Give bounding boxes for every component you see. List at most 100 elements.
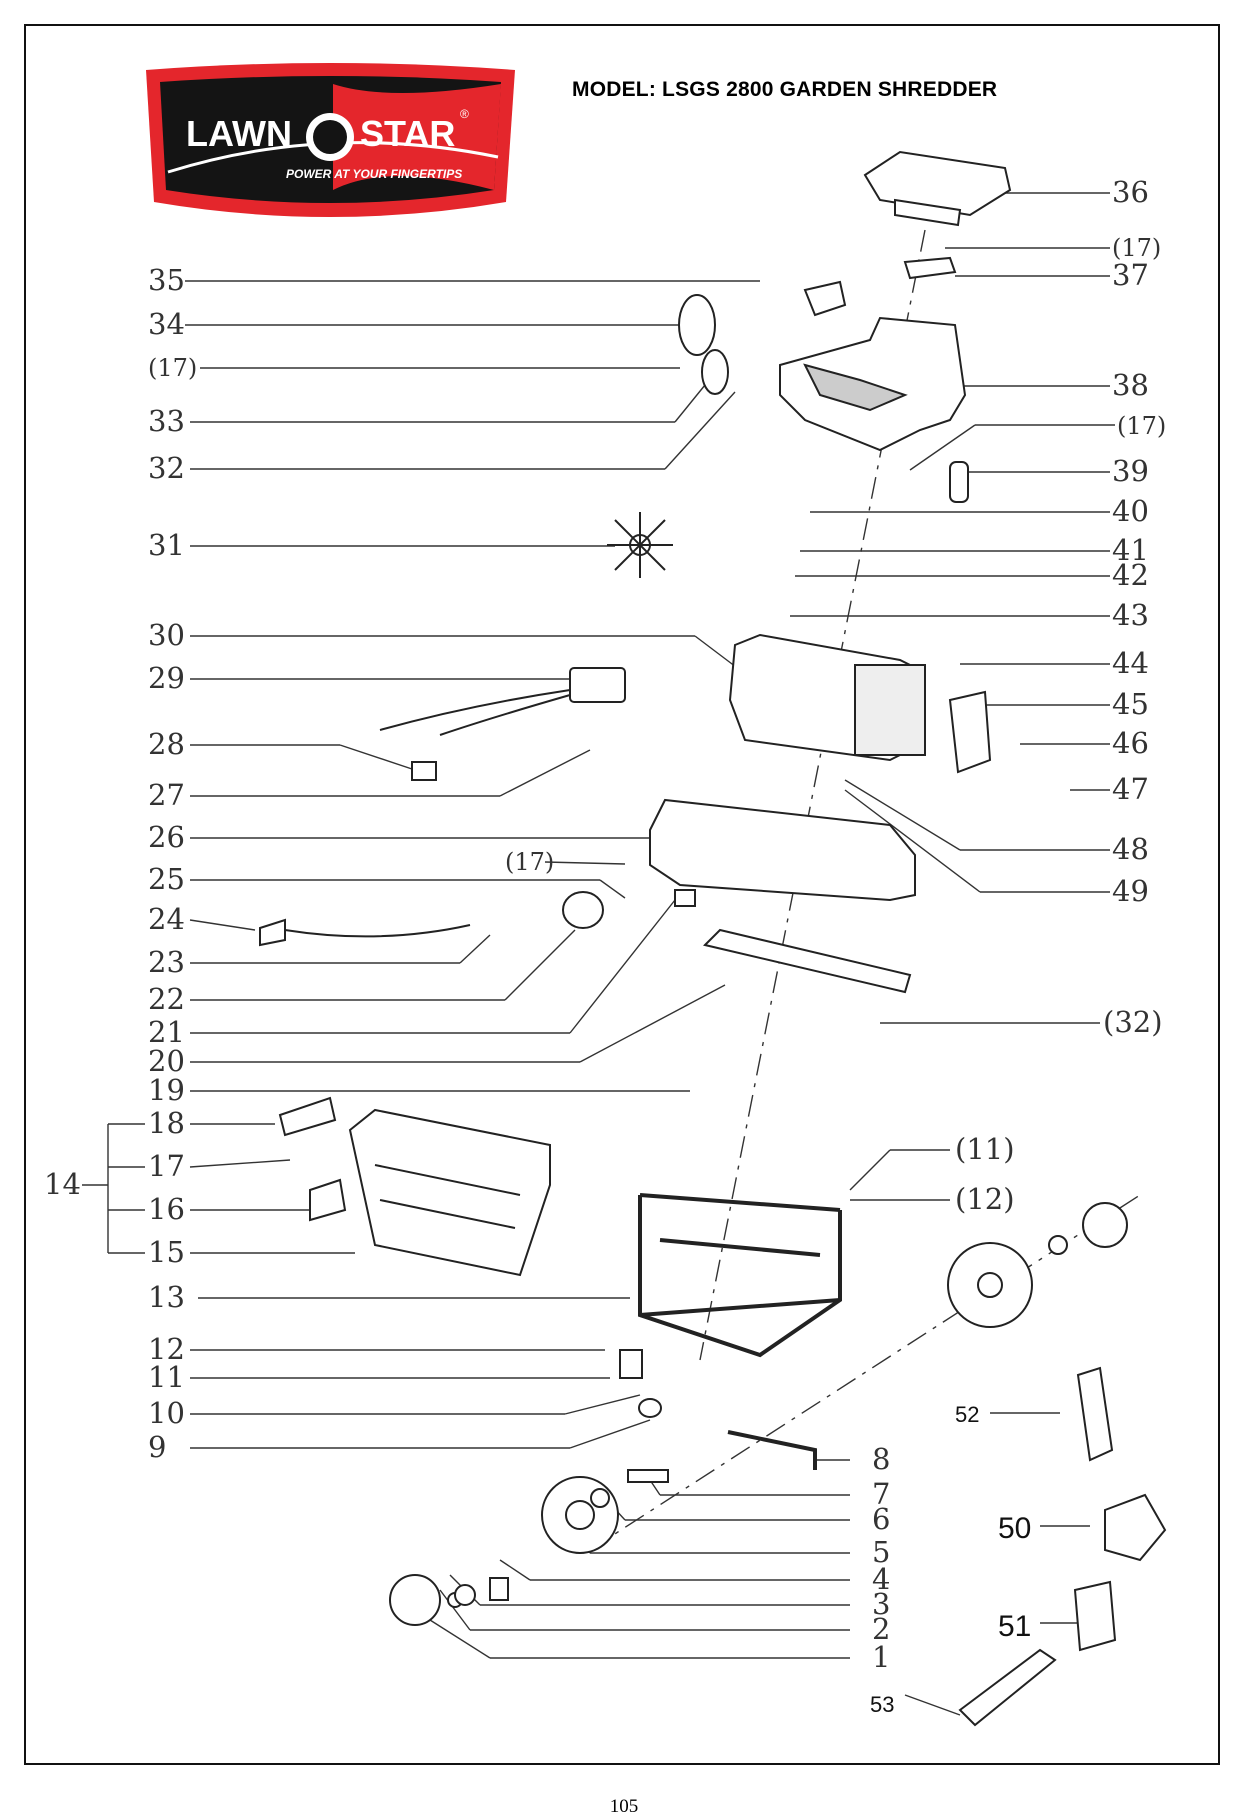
part-39-capacitor xyxy=(949,461,969,503)
part-10-foot xyxy=(619,1349,643,1379)
callout-40: 40 xyxy=(1112,494,1149,528)
callout-22: 22 xyxy=(148,982,185,1016)
callout-2: 2 xyxy=(872,1612,890,1646)
part-15-collection-box xyxy=(348,1108,551,1277)
callout-5: 5 xyxy=(872,1535,890,1569)
callout-16: 16 xyxy=(148,1192,185,1226)
callout-7: 7 xyxy=(872,1477,890,1511)
callout-37: 37 xyxy=(1112,258,1149,292)
callout-52: 52 xyxy=(955,1402,979,1427)
part-20-guide-plate xyxy=(703,928,912,994)
callout-3: 3 xyxy=(872,1587,890,1621)
part-50-gear xyxy=(1104,1493,1167,1562)
page-border xyxy=(24,24,1220,1765)
callout-48: 48 xyxy=(1112,832,1149,866)
callout-50: 50 xyxy=(998,1512,1031,1545)
callout-17-left-upper: (17) xyxy=(148,354,197,382)
part-22-sleeve xyxy=(562,891,604,929)
callout-42: 42 xyxy=(1112,558,1149,592)
part-13-stand-frame xyxy=(638,1195,842,1358)
callout-12-right: (12) xyxy=(955,1182,1015,1216)
callout-31: 31 xyxy=(148,528,185,562)
callout-27: 27 xyxy=(148,778,185,812)
callout-38: 38 xyxy=(1112,368,1149,402)
callout-44: 44 xyxy=(1112,646,1149,680)
part-33-grille xyxy=(701,349,729,395)
part-21-holder xyxy=(674,889,696,907)
part-53-tool xyxy=(958,1648,1057,1727)
part-29-switch-box xyxy=(569,667,626,703)
logo-word-lawn: LAWN xyxy=(186,113,292,154)
logo-red-swoosh xyxy=(333,84,501,190)
part-6-washer xyxy=(590,1488,610,1508)
callout-11: 11 xyxy=(148,1360,185,1394)
callout-25: 25 xyxy=(148,862,185,896)
part-51-cover xyxy=(1073,1580,1117,1652)
callout-43: 43 xyxy=(1112,598,1149,632)
part-28-connector xyxy=(411,761,437,781)
page-number: 105 xyxy=(609,1796,639,1817)
callout-33: 33 xyxy=(148,404,185,438)
callout-19: 19 xyxy=(148,1073,185,1107)
callout-53: 53 xyxy=(870,1692,894,1717)
lawnstar-logo: LAWN STAR ® POWER AT YOUR FINGERTIPS xyxy=(146,63,515,217)
callout-45: 45 xyxy=(1112,687,1149,721)
callout-28: 28 xyxy=(148,727,185,761)
part-37-bracket xyxy=(903,256,957,280)
callout-21: 21 xyxy=(148,1015,185,1049)
callout-18: 18 xyxy=(148,1106,185,1140)
part-45-cover xyxy=(948,690,992,774)
callout-41: 41 xyxy=(1112,533,1149,567)
callout-10: 10 xyxy=(148,1396,185,1430)
callout-1: 1 xyxy=(872,1640,890,1674)
part-36-hopper-lid xyxy=(863,150,1012,217)
callout-17-right-a: (17) xyxy=(1112,234,1161,262)
part-3-washer xyxy=(454,1584,476,1606)
logo-trademark: ® xyxy=(460,107,469,121)
callout-49: 49 xyxy=(1112,874,1149,908)
part-26-lower-housing xyxy=(649,798,916,902)
callout-30: 30 xyxy=(148,618,185,652)
part-8-hex-key xyxy=(727,1430,817,1470)
callout-6: 6 xyxy=(872,1502,890,1536)
callout-12: 12 xyxy=(148,1332,185,1366)
callout-8: 8 xyxy=(872,1442,890,1476)
part-18-latch xyxy=(278,1096,337,1137)
part-35-switch xyxy=(803,280,847,317)
callout-24: 24 xyxy=(148,902,185,936)
part-34-grille xyxy=(678,294,716,356)
part-16-clip xyxy=(309,1178,347,1222)
callout-15: 15 xyxy=(148,1235,185,1269)
callout-17: 17 xyxy=(148,1149,185,1183)
callout-34: 34 xyxy=(148,307,185,341)
callout-14: 14 xyxy=(44,1167,81,1201)
callout-35: 35 xyxy=(148,263,185,297)
callout-11-right: (11) xyxy=(955,1132,1015,1166)
part-31-cutting-blade xyxy=(607,512,673,578)
callout-29: 29 xyxy=(148,661,185,695)
callout-51: 51 xyxy=(998,1610,1031,1643)
callout-20: 20 xyxy=(148,1044,185,1078)
part-52-disc xyxy=(1076,1366,1114,1462)
callout-26: 26 xyxy=(148,820,185,854)
part-1-hubcap xyxy=(389,1574,441,1626)
right-hubcap xyxy=(1082,1202,1128,1248)
callout-32-right: (32) xyxy=(1103,1005,1163,1039)
part-7-axle xyxy=(627,1469,669,1483)
callout-4: 4 xyxy=(872,1562,890,1596)
callout-36: 36 xyxy=(1112,175,1149,209)
part-4-bushing xyxy=(489,1577,509,1601)
callout-47: 47 xyxy=(1112,772,1149,806)
callout-23: 23 xyxy=(148,945,185,979)
model-title: MODEL: LSGS 2800 GARDEN SHREDDER xyxy=(572,78,998,101)
callout-46: 46 xyxy=(1112,726,1149,760)
logo-tagline: POWER AT YOUR FINGERTIPS xyxy=(286,167,462,181)
part-9-washer xyxy=(638,1398,662,1418)
assembly-axis xyxy=(699,229,926,1361)
callout-9: 9 xyxy=(148,1430,166,1464)
wheel-axis xyxy=(589,1194,1141,1551)
callout-32: 32 xyxy=(148,451,185,485)
logo-word-star: STAR xyxy=(360,113,455,154)
callout-39: 39 xyxy=(1112,454,1149,488)
